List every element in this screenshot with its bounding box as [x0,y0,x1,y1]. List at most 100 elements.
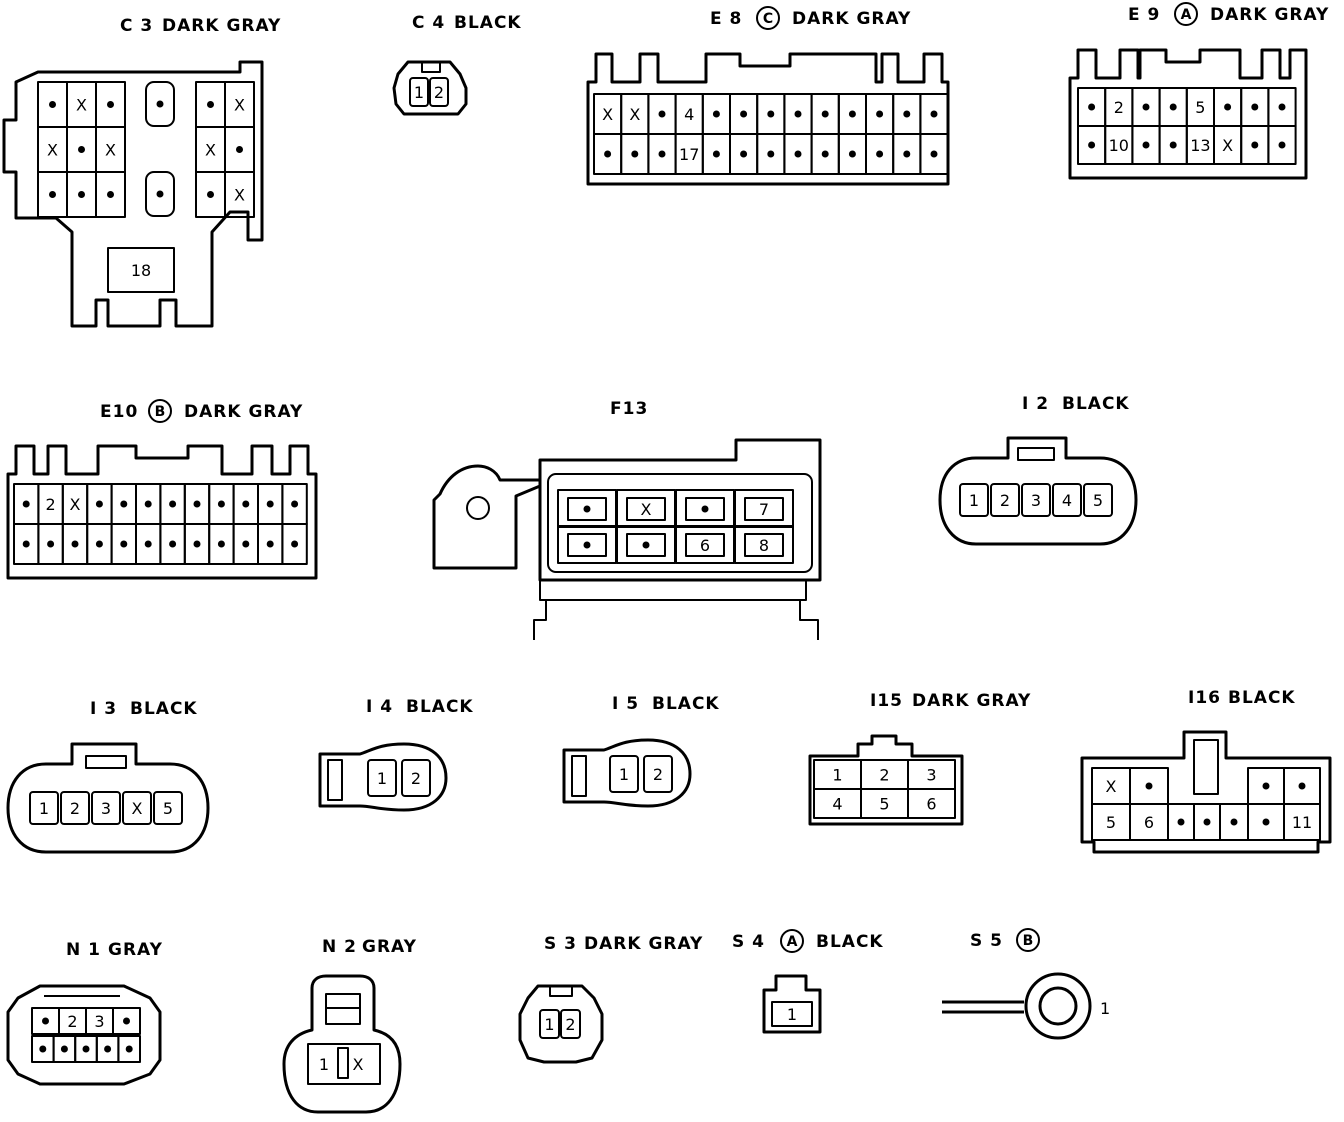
connector-i15-code: I15 [870,691,903,711]
e9-pin-r1-c3 [1131,87,1161,127]
c3-left-pin-r1-c1-terminal [49,101,56,108]
connector-c4-code: C 4 [412,13,445,33]
e8-pin-r2-c5-terminal [712,150,720,158]
c3-left-pin-r2-c1-label: X [47,141,58,160]
connector-i3-latch [85,755,127,769]
e10-pin-r2-c4 [86,523,113,565]
e10-pin-r1-c3: X [61,483,89,525]
f13-pin-r2-c3-terminal-cavity [685,533,725,557]
connector-i15-color: DARK GRAY [912,691,1031,711]
e10-pin-r1-c9-terminal [217,500,225,508]
i16-pin-r2-c7-label: 11 [1292,813,1312,832]
f13-pin-r2-c1 [557,525,617,564]
f13-pin-r1-c3-terminal [685,497,725,521]
connector-n2-code: N 2 [322,937,357,957]
f13-pin-r1-c4-terminal-label: 7 [759,500,769,519]
e9-pin-r1-c8-terminal [1278,103,1286,111]
e10-pin-r1-c10 [232,483,260,525]
c3-center-pin-1-terminal [156,100,164,108]
n1-pin-r2-c5-cavity [117,1035,142,1063]
c3-left-pin-r3-c2-terminal [78,191,85,198]
e8-pin-r1-c7-terminal [767,110,775,118]
i3-pin-5: 5 [153,791,183,825]
e10-pin-r2-c8-terminal [193,540,201,548]
connector-e9-badge-circle [1174,2,1198,26]
e8-pin-r2-c2-terminal [631,150,639,158]
e9-pin-r1-c4 [1158,87,1188,127]
e10-pin-r2-c9 [208,523,235,565]
i3-pin-3: 3 [91,791,121,825]
f13-pin-r1-c3-terminal-cavity [685,497,725,521]
i2-pin-5: 5 [1083,483,1113,517]
e9-pin-r2-c7 [1240,125,1270,165]
e10-pin-r1-c7-terminal [169,500,177,508]
connector-i2-latch [1017,447,1055,461]
n2-cavity [307,1043,381,1085]
e8-pin-r1-c9 [810,93,840,135]
c3-left-pin-r3-c3-cavity [95,171,126,218]
connector-e8-housing [586,52,950,186]
connector-i5-lock [571,755,587,797]
f13-pin-r2-c2-terminal [626,533,666,557]
connector-s4-pins: 1 [771,1001,813,1027]
e8-pin-r1-c4: 4 [674,93,704,135]
n1-pin-r2-c5 [117,1035,142,1063]
connector-i16-code: I16 [1188,688,1221,708]
i3-pin-3-label: 3 [101,799,111,818]
connector-s5-code: S 5 [970,931,1003,951]
connector-e9-housing [1068,48,1308,180]
connector-s4-badge: A [787,934,798,950]
f13-pin-r2-c4-terminal: 8 [744,533,784,557]
e8-pin-r1-c12-terminal [903,110,911,118]
e9-pin-r2-c5: 13 [1185,125,1216,165]
e9-pin-r1-c8 [1267,87,1297,127]
i2-pin-4: 4 [1052,483,1082,517]
i16-pin-r2-c5 [1219,803,1249,841]
e8-pin-r1-c2: X [620,93,650,135]
connector-c4-color: BLACK [454,13,522,33]
e10-pin-r1-c11-terminal [266,500,274,508]
e9-pin-r2-c5-label: 13 [1190,136,1210,155]
connector-f13-bracket [432,464,542,570]
s3-pin-2-cavity [560,1009,581,1039]
i2-pin-2-cavity [990,483,1020,517]
s3-pin-2: 2 [560,1009,581,1039]
e10-pin-r2-c9-terminal [217,540,225,548]
s4-pin-1-label: 1 [787,1005,797,1024]
c4-pin-2-label: 2 [434,83,444,102]
i16-pin-r2-c1-label: 5 [1106,813,1116,832]
connector-f13-mount-hole [466,496,490,520]
i4-pin-1: 1 [367,759,397,797]
connector-c3-center-pins [145,81,175,217]
e10-pin-r1-c2: 2 [37,483,64,525]
i5-pin-1-label: 1 [619,765,629,784]
i16-pin-r2-c2: 6 [1129,803,1169,841]
connector-i3-housing [6,742,210,854]
c4-pin-1-cavity [409,77,429,107]
c3-right-pin-r1-c1 [195,81,226,128]
c3-left-pin-r3-c2 [66,171,97,218]
e9-pin-r1-c5-label: 5 [1195,98,1205,117]
e10-pin-r2-c5 [110,523,137,565]
c3-right-pin-r3-c1 [195,171,226,218]
n1-pin-r1-c3-label: 3 [94,1012,104,1031]
e9-pin-r2-c1 [1077,125,1107,165]
c3-right-pin-r3-c2-label: X [234,186,245,205]
connector-i2-housing [938,436,1138,546]
n1-pin-r2-c2 [52,1035,77,1063]
n1-pin-r2-c4-terminal [104,1045,112,1053]
connector-s4-color: BLACK [816,932,884,952]
connector-e8-badge: C [763,11,773,27]
e8-pin-r1-c10-terminal [848,110,856,118]
connector-e9-code: E 9 [1128,5,1160,25]
connector-c3-tab [107,247,175,293]
n1-pin-r2-c3 [74,1035,98,1063]
e8-pin-r2-c12-terminal [903,150,911,158]
f13-pin-r1-c4-terminal: 7 [744,497,784,521]
